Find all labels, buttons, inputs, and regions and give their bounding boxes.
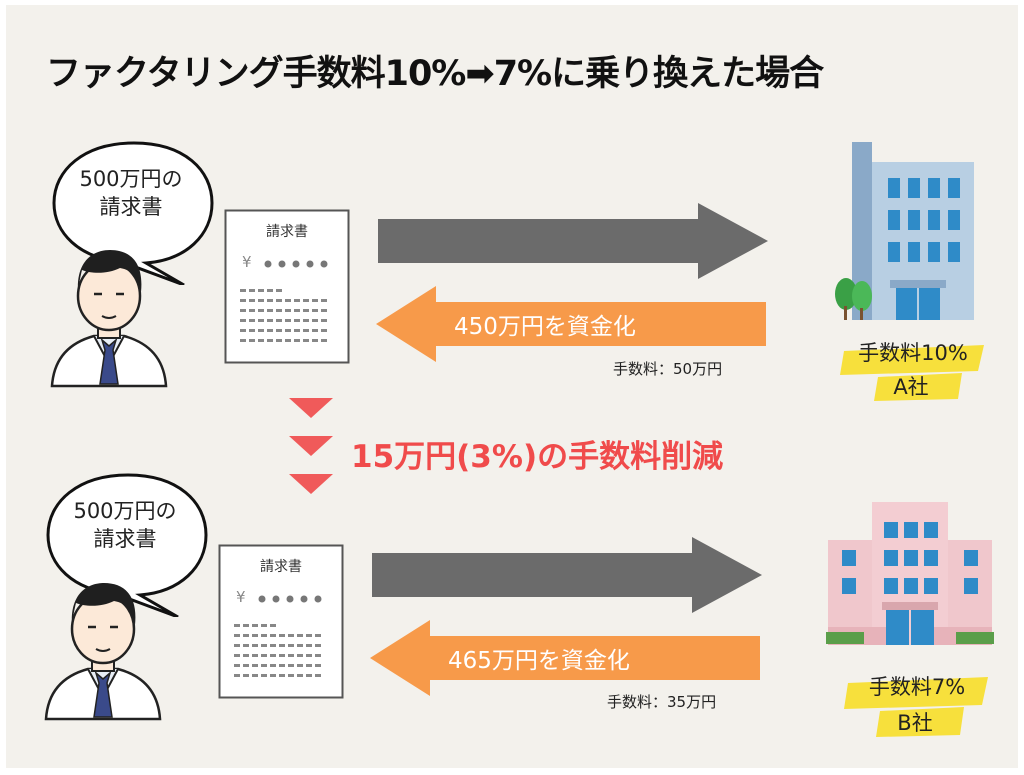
company-name: A社 [893,375,929,399]
funded-amount-label: 450万円を資金化 [454,314,636,340]
invoice-document: 請求書 ¥ [218,544,344,699]
bubble-line-invoice: 請求書 [93,527,157,551]
page-title: ファクタリング手数料10%➡7%に乗り換えた場合 [46,54,824,94]
company-fee-rate: 手数料7% [868,675,966,699]
document-title: 請求書 [266,224,308,240]
down-triangles-icon [289,398,333,494]
invoice-document: 請求書 ¥ [224,209,350,364]
company-fee-rate: 手数料10% [858,341,968,365]
funded-amount-label: 465万円を資金化 [448,648,630,674]
businessman-icon [44,583,162,721]
fee-amount-label: 手数料：50万円 [613,360,723,378]
bubble-text: 500万円の 請求書 [56,165,206,221]
funding-arrow: 450万円を資金化 [376,286,768,362]
invoice-transfer-arrow [372,537,762,613]
fee-amount-label: 手数料：35万円 [607,693,717,711]
document-sheet [224,209,350,364]
speech-bubble [52,141,214,285]
office-building-blue-icon [835,142,974,320]
diagram-canvas: ファクタリング手数料10%➡7%に乗り換えた場合 500万円の 請求書 [6,5,1018,768]
funding-arrow-shape [370,620,760,696]
company-name: B社 [897,711,933,735]
highlight-marker [840,345,984,401]
yen-symbol: ¥ [236,588,246,606]
savings-text: 15万円(3%)の手数料削減 [351,439,724,475]
bubble-line-amount: 500万円の [79,167,183,191]
speech-bubble [46,473,208,617]
invoice-transfer-arrow [378,203,768,279]
bubble-text: 500万円の 請求書 [50,497,200,553]
office-building-pink-icon [826,502,994,645]
highlight-marker [844,677,988,737]
yen-symbol: ¥ [242,253,252,271]
funding-arrow-shape [376,286,766,362]
funding-arrow: 465万円を資金化 [370,620,762,696]
document-sheet [218,544,344,699]
bubble-line-amount: 500万円の [73,499,177,523]
businessman-icon [50,250,168,388]
document-title: 請求書 [260,559,302,575]
bubble-line-invoice: 請求書 [99,195,163,219]
